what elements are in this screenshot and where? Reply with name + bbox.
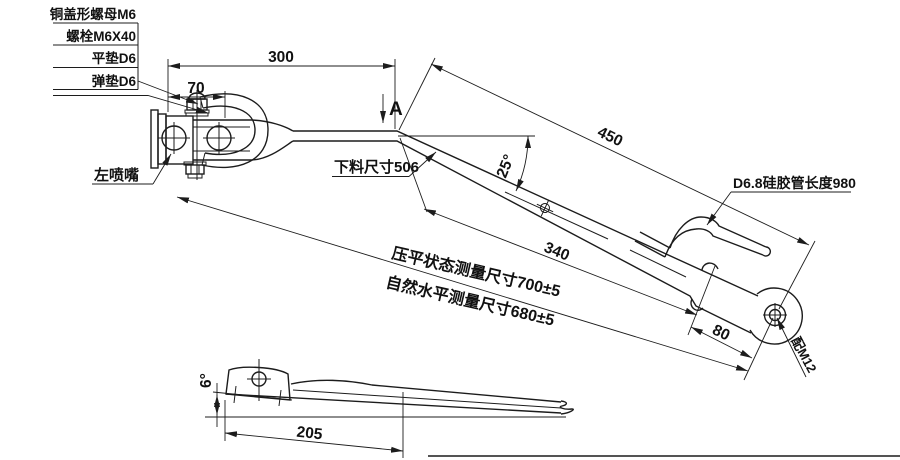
profile-bottom-edge <box>225 393 562 414</box>
nozzle-assembly <box>150 90 294 180</box>
parts-leader-line <box>53 95 209 114</box>
dim-text-450: 450 <box>595 124 626 151</box>
hex-bolt-head-bottom <box>185 164 205 175</box>
break-line <box>559 400 574 415</box>
arm-hole-crosshair <box>536 199 554 217</box>
hex-bolt-facets <box>190 165 200 174</box>
section-label: A <box>389 99 403 120</box>
leader-left-nozzle <box>152 153 172 185</box>
dim-text-300: 300 <box>268 49 294 66</box>
dim-line-450 <box>430 63 810 246</box>
leader-blank-size <box>408 151 437 177</box>
extension-line <box>743 317 774 381</box>
side-view: 6° 205 <box>198 359 574 458</box>
extension-line <box>398 57 436 131</box>
extension-line <box>778 240 816 310</box>
tube-hook-inner <box>664 228 764 258</box>
leader-m12 <box>776 317 807 378</box>
dimensions-main: 300 70 A 450 25° 340 80 压平状态测量尺寸700±5 自然… <box>167 49 820 381</box>
dim-text-340: 340 <box>542 239 572 264</box>
parts-table: 铜盖形螺母M6 螺栓M6X40 平垫D6 弹垫D6 <box>50 6 209 114</box>
arm-hole-marker <box>536 199 554 217</box>
spring-clip-inner <box>202 105 256 156</box>
callout-blank-size: 下料尺寸506 <box>334 158 419 176</box>
callout-left-nozzle: 左喷嘴 <box>93 166 139 184</box>
spring-clip-outer <box>199 93 269 169</box>
dim-text-205: 205 <box>296 424 324 444</box>
arm-top-edge <box>293 130 759 297</box>
profile-mid-line <box>292 389 562 409</box>
hex-nut-facets <box>192 99 202 110</box>
dim-line-205 <box>224 431 404 453</box>
dim-text-70: 70 <box>187 80 204 97</box>
bolt-tip <box>187 173 203 179</box>
eyelet-outer-arc <box>749 287 803 345</box>
angle-arc-25 <box>515 135 532 192</box>
tube-clip-top <box>701 262 719 271</box>
dim-text-6deg: 6° <box>198 373 215 388</box>
side-bracket <box>225 366 291 401</box>
leader-tube <box>706 191 732 226</box>
pivot-hole-left-crosshair <box>158 122 190 154</box>
eyelet-crosshair <box>763 303 787 327</box>
silicone-tube <box>634 216 772 258</box>
tube-end-cap <box>762 246 772 257</box>
dim-text-25deg: 25° <box>494 152 519 180</box>
callout-fit-m12: 配M12 <box>788 334 819 375</box>
arm-root-top <box>193 119 294 132</box>
nozzle-block <box>165 115 194 165</box>
part-label-bolt: 螺栓M6X40 <box>66 28 136 44</box>
side-hole-crosshair <box>247 359 271 401</box>
callouts: 左喷嘴 下料尺寸506 D6.8硅胶管长度980 <box>92 151 856 226</box>
part-label-flat-washer: 平垫D6 <box>92 50 137 66</box>
arm-seam-line <box>504 191 609 240</box>
callout-tube: D6.8硅胶管长度980 <box>733 175 856 191</box>
nozzle-plate <box>150 109 159 169</box>
dim-text-80: 80 <box>709 322 732 345</box>
part-label-cap-nut: 铜盖形螺母M6 <box>50 6 137 22</box>
dim-line-overall <box>176 196 749 372</box>
part-label-spring-washer: 弹垫D6 <box>92 73 137 89</box>
pivot-hole-right-crosshair <box>203 122 235 154</box>
profile-top-edge <box>290 379 562 403</box>
